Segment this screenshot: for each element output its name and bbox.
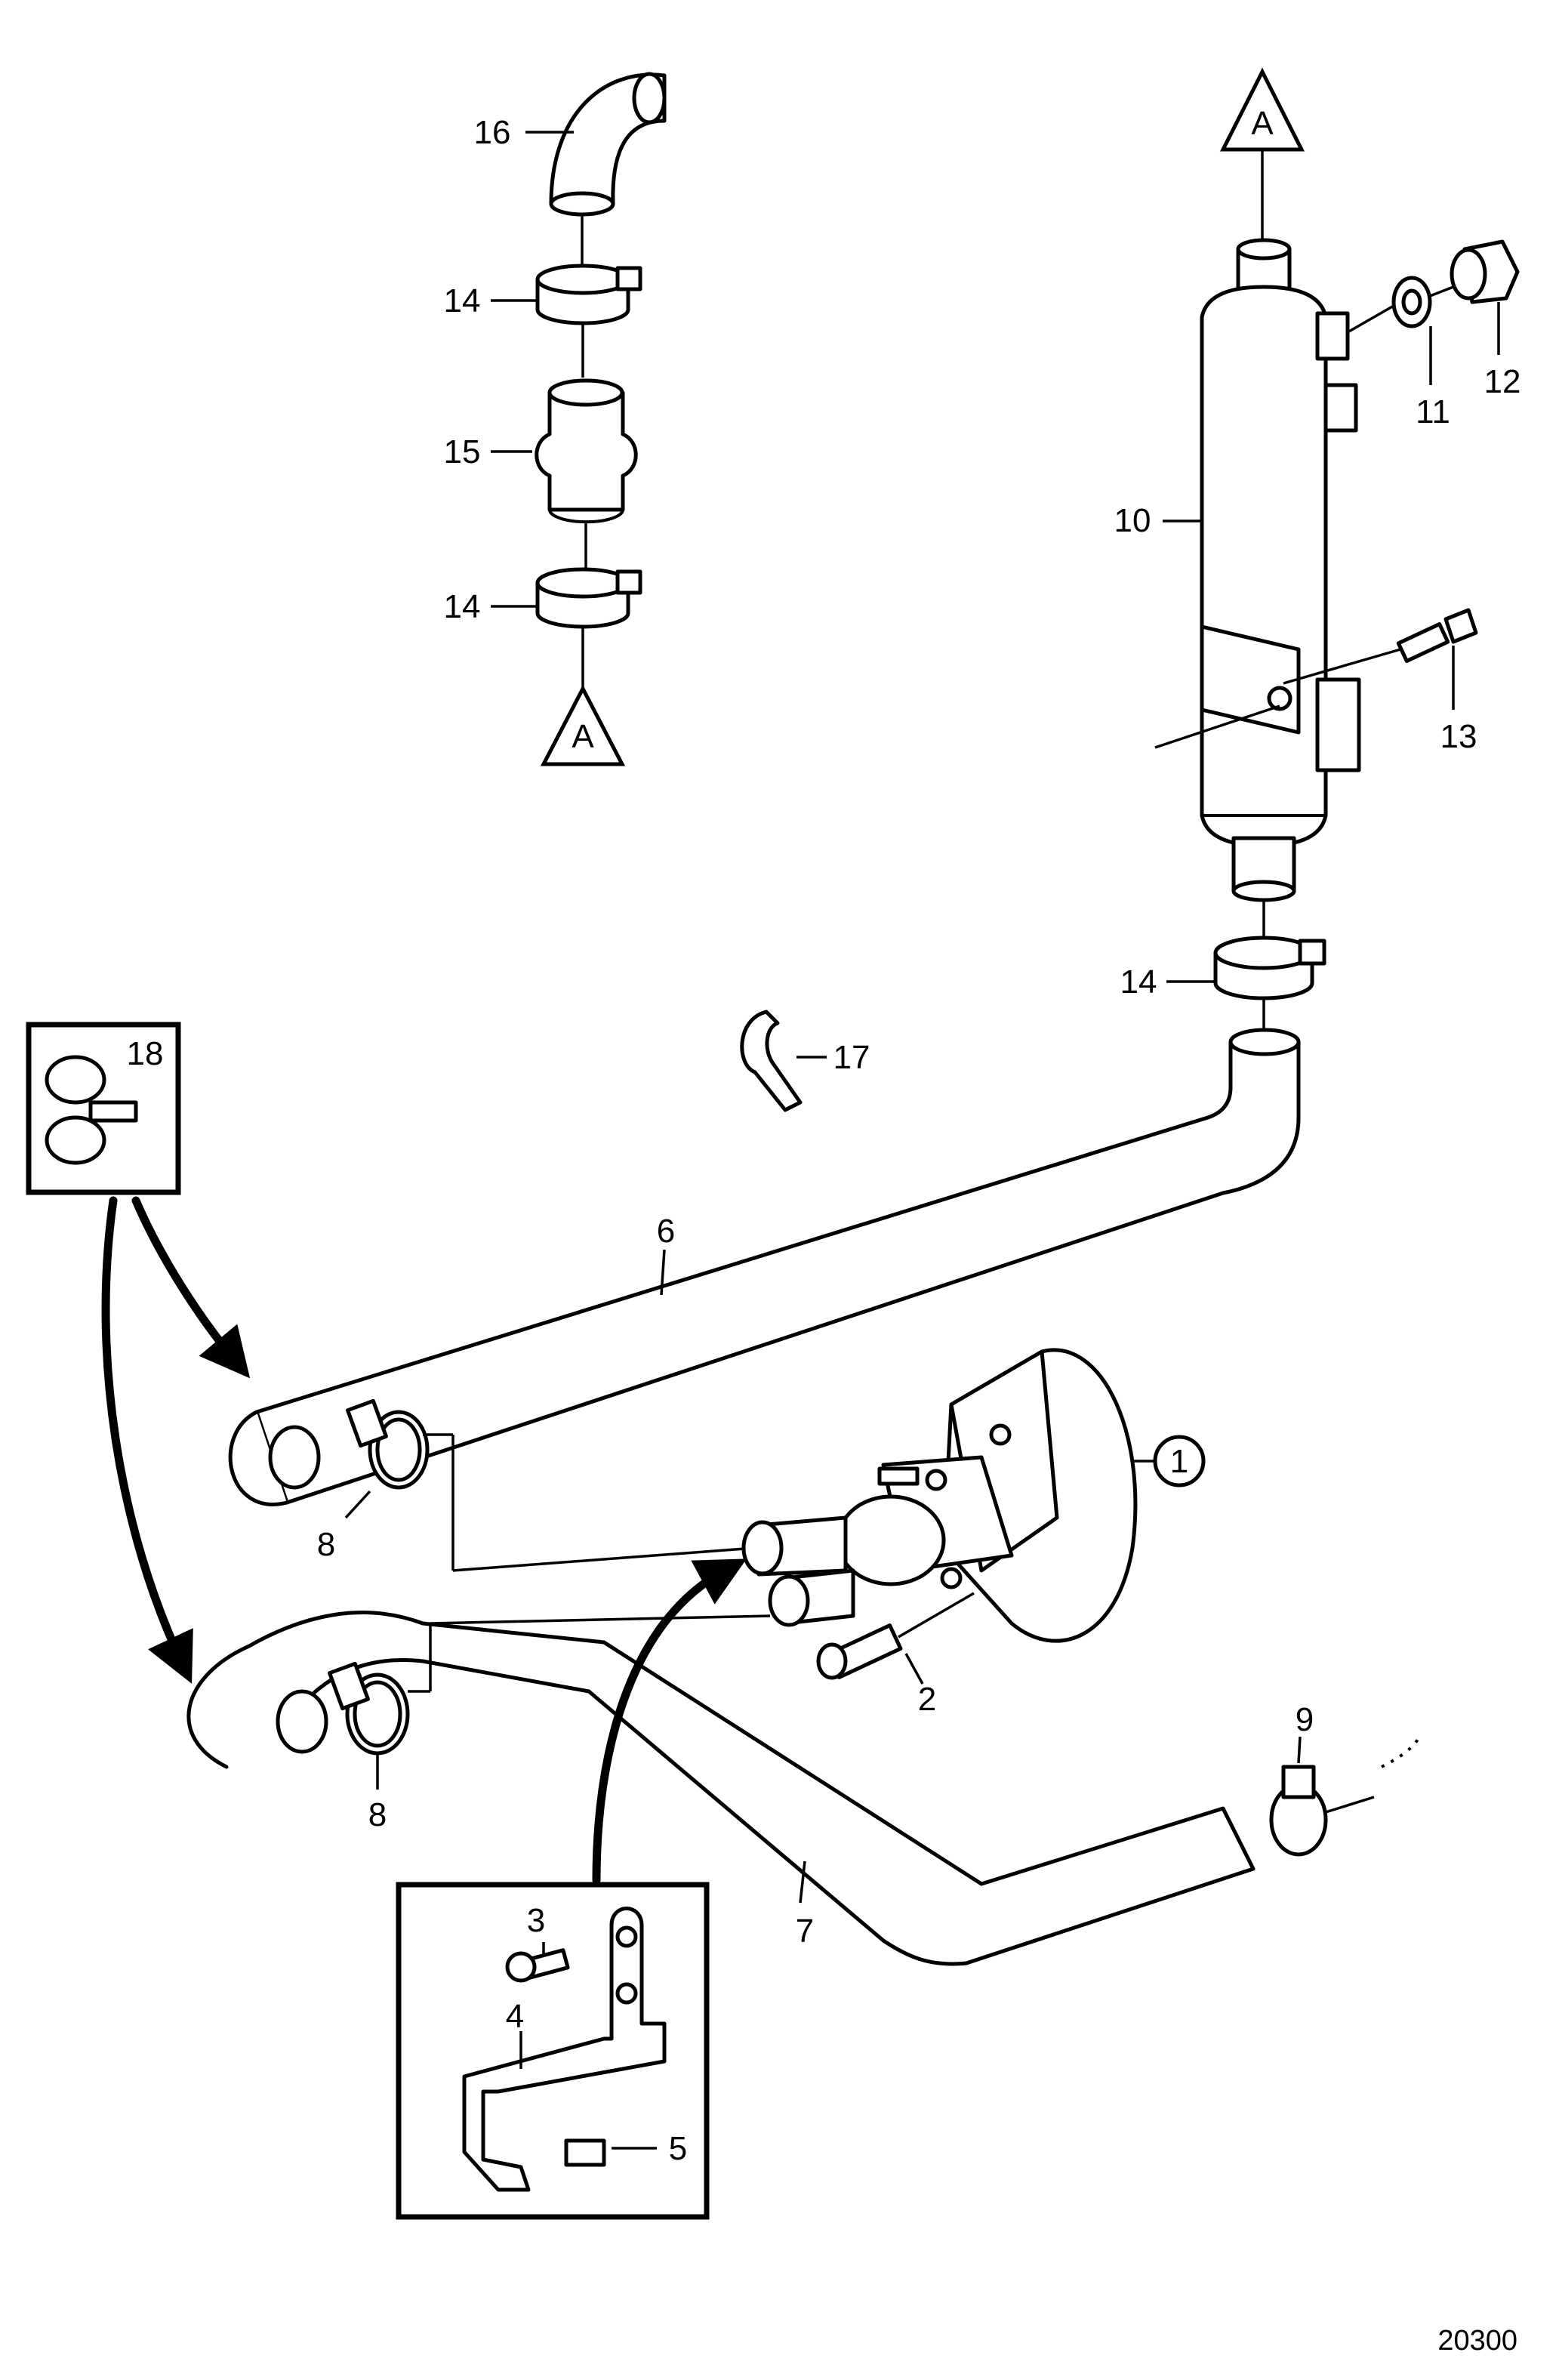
reference-number: 20300 — [1437, 2325, 1517, 2357]
plug-12 — [1450, 239, 1520, 304]
clip-17 — [740, 1010, 803, 1112]
callout-12: 12 — [1484, 363, 1521, 400]
callout-14-top: 14 — [444, 282, 481, 319]
callout-8-lower: 8 — [368, 1796, 387, 1833]
hose-clamp-14-middle — [535, 567, 642, 629]
seawater-pump-1 — [741, 1348, 1138, 1643]
callout-1: 1 — [1170, 1443, 1188, 1480]
svg-text:A: A — [572, 718, 594, 755]
callout-13: 13 — [1440, 718, 1477, 755]
detail-box-bracket — [396, 1882, 710, 2220]
section-marker-a-left: A — [540, 684, 626, 766]
callout-14-middle: 14 — [444, 588, 481, 625]
hose-clamp-14-top — [535, 264, 642, 325]
screw-2 — [816, 1623, 903, 1680]
hose-clamp-9 — [1269, 1765, 1328, 1857]
callout-2: 2 — [918, 1681, 936, 1718]
callout-circle-1: 1 — [1153, 1435, 1206, 1488]
detail-box-18 — [26, 1022, 181, 1195]
callout-15: 15 — [444, 433, 481, 470]
callout-14-bottom: 14 — [1120, 963, 1157, 1000]
callout-8-upper: 8 — [317, 1526, 335, 1563]
callout-9: 9 — [1296, 1701, 1314, 1738]
callout-16: 16 — [474, 114, 511, 151]
hose-clamp-8-upper — [346, 1398, 430, 1490]
svg-text:A: A — [1251, 105, 1274, 142]
callout-5: 5 — [669, 2130, 687, 2167]
hose-15 — [535, 378, 638, 524]
heat-exchanger-10 — [1200, 238, 1361, 902]
hose-clamp-8-lower — [328, 1661, 410, 1756]
hose-clamp-14-bottom — [1213, 936, 1326, 1000]
callout-18: 18 — [127, 1035, 164, 1072]
callout-17: 17 — [833, 1039, 870, 1076]
elbow-hose-16 — [549, 72, 667, 217]
callout-7: 7 — [796, 1913, 814, 1950]
callout-4: 4 — [506, 1998, 524, 2035]
hose-6 — [228, 1028, 1301, 1506]
callout-11: 11 — [1416, 393, 1450, 430]
callout-10: 10 — [1114, 502, 1151, 539]
callout-3: 3 — [527, 1902, 545, 1939]
section-marker-a-right: A — [1219, 67, 1305, 152]
callout-6: 6 — [657, 1213, 675, 1250]
bolt-13 — [1396, 608, 1478, 663]
seal-washer-11 — [1391, 276, 1432, 328]
hose-7 — [186, 1611, 1256, 1966]
